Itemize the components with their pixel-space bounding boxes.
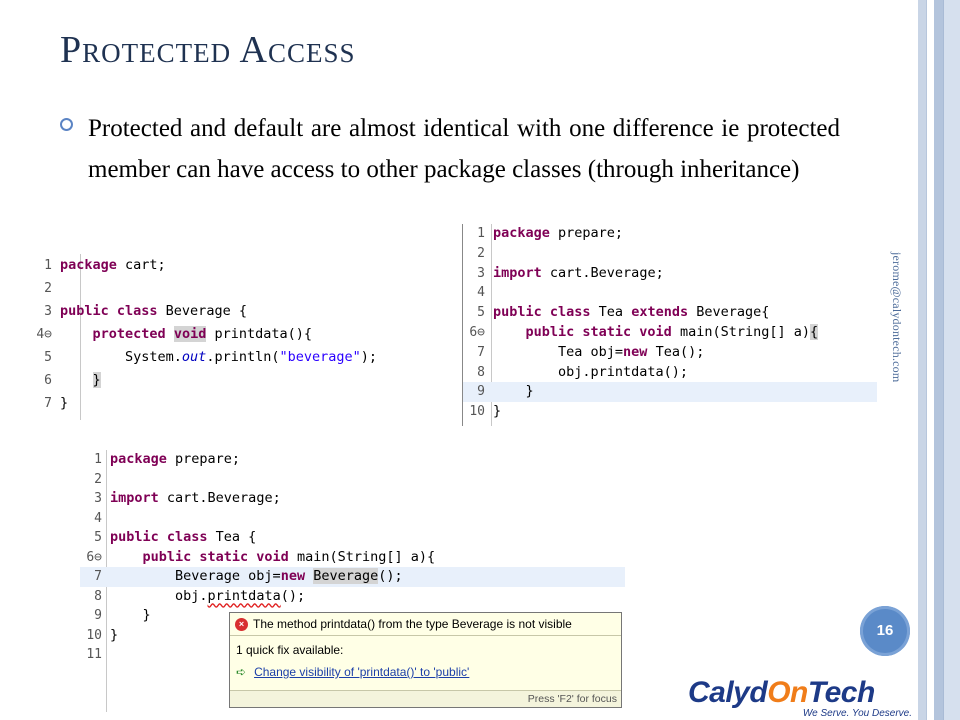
- quick-fix-count: 1 quick fix available:: [236, 643, 344, 657]
- border-bar: [926, 0, 934, 720]
- logo-tagline: We Serve. You Deserve.: [802, 708, 912, 719]
- code-line: 7 Beverage obj=new Beverage();: [80, 567, 625, 587]
- code-line: 5 System.out.println("beverage");: [44, 349, 378, 365]
- code-line: 10}: [86, 626, 119, 643]
- slide-title: Protected Access: [60, 29, 356, 71]
- quick-fix-link[interactable]: Change visibility of 'printdata()' to 'p…: [254, 665, 470, 679]
- code-line: 7}: [44, 395, 69, 411]
- code-line: 6⊖ public static void main(String[] a){: [86, 548, 436, 565]
- code-line: 6 }: [44, 372, 101, 388]
- code-line: 4⊖ protected void printdata(){: [36, 326, 312, 342]
- calydontech-logo: CalydOnTech We Serve. You Deserve.: [688, 676, 916, 720]
- code-line: 2: [94, 471, 102, 487]
- border-bar: [918, 0, 926, 720]
- code-line: 10}: [469, 403, 502, 420]
- code-line: 2: [44, 281, 52, 296]
- logo-wordmark: CalydOnTech: [688, 676, 875, 709]
- tooltip-footer: Press 'F2' for focus: [230, 690, 621, 707]
- error-icon: ×: [235, 617, 248, 631]
- page-number-badge: 16: [860, 606, 910, 656]
- code-line: 9 }: [94, 607, 151, 623]
- code-line: 4: [94, 510, 102, 526]
- code-line: 2: [477, 245, 485, 261]
- error-header: × The method printdata() from the type B…: [235, 617, 572, 631]
- bullet-circle-icon: [60, 118, 73, 131]
- gutter-divider: [80, 254, 81, 420]
- error-tooltip[interactable]: × The method printdata() from the type B…: [229, 612, 622, 708]
- code-line: 7 Tea obj=new Tea();: [477, 343, 705, 360]
- border-bar: [934, 0, 943, 720]
- code-line: 6⊖ public static void main(String[] a){: [469, 323, 819, 340]
- code-line: 9 }: [463, 382, 877, 403]
- bullet-text: Protected and default are almost identic…: [88, 115, 840, 183]
- border-bar: [943, 0, 960, 720]
- divider: [230, 635, 621, 636]
- code-line: 8 obj.printdata();: [477, 363, 689, 380]
- code-line: 11: [86, 647, 102, 662]
- error-message: The method printdata() from the type Bev…: [253, 617, 572, 631]
- bullet-point: Protected and default are almost identic…: [60, 108, 840, 190]
- code-line: 8 obj.printdata();: [94, 587, 306, 604]
- code-line: 4: [477, 285, 485, 301]
- quick-fix-item[interactable]: ➪ Change visibility of 'printdata()' to …: [236, 665, 469, 679]
- author-email: jerome@calydontech.com: [890, 252, 904, 383]
- quick-fix-icon: ➪: [236, 665, 247, 679]
- gutter-divider: [491, 224, 492, 426]
